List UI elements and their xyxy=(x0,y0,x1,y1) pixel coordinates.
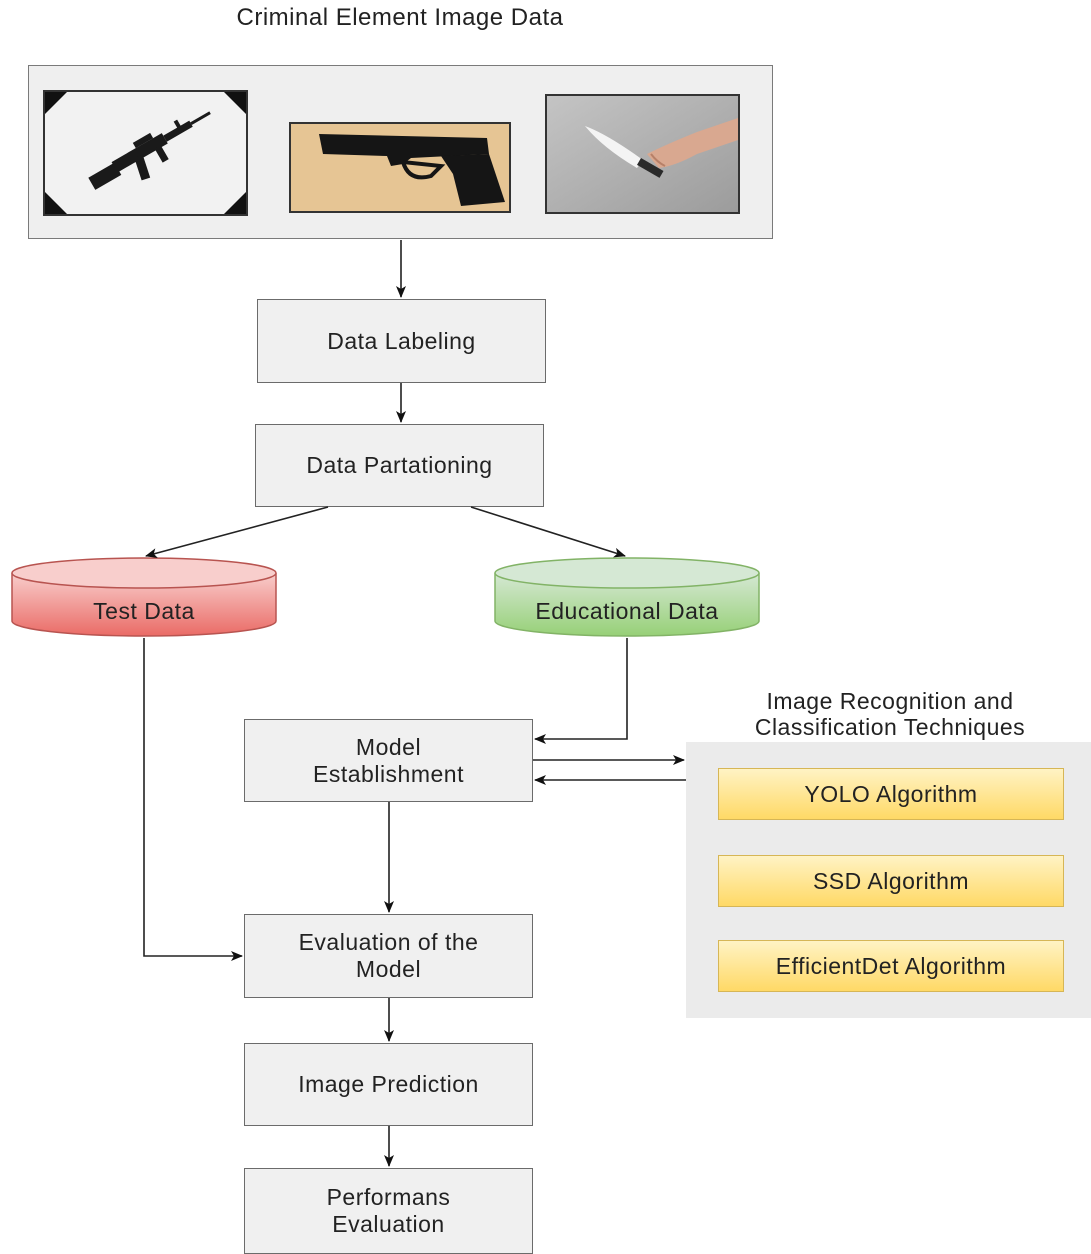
image-data-panel xyxy=(28,65,773,239)
pistol-image xyxy=(289,122,511,213)
data-partitioning-label: Data Partationing xyxy=(306,452,493,478)
evaluation-label-line2: Model xyxy=(355,956,422,982)
data-labeling-box: Data Labeling xyxy=(257,299,546,383)
techniques-title-line1: Image Recognition and xyxy=(766,688,1014,714)
test-data-cylinder: Test Data xyxy=(10,556,278,638)
arrow-partitioning-to-test xyxy=(145,506,329,558)
performance-label-line2: Evaluation xyxy=(332,1211,445,1237)
model-establishment-label-line2: Establishment xyxy=(313,760,464,787)
efficientdet-algorithm-label: EfficientDet Algorithm xyxy=(775,952,1007,979)
image-prediction-label: Image Prediction xyxy=(298,1071,479,1097)
performance-label-line1: Performans xyxy=(326,1184,451,1210)
performance-evaluation-box: Performans Evaluation xyxy=(244,1168,533,1254)
data-partitioning-box: Data Partationing xyxy=(255,424,544,507)
techniques-title-line2: Classification Techniques xyxy=(754,714,1026,740)
efficientdet-algorithm-box: EfficientDet Algorithm xyxy=(718,940,1064,992)
yolo-algorithm-box: YOLO Algorithm xyxy=(718,768,1064,820)
knife-image xyxy=(545,94,740,214)
arrow-partitioning-to-educational xyxy=(470,506,626,558)
rifle-image xyxy=(43,90,248,216)
model-establishment-label-line1: Model xyxy=(355,733,422,760)
arrow-educational-to-model xyxy=(534,638,628,744)
arrow-test-to-evaluation xyxy=(143,638,243,961)
yolo-algorithm-label: YOLO Algorithm xyxy=(804,780,978,807)
data-labeling-label: Data Labeling xyxy=(327,327,476,354)
evaluation-box: Evaluation of the Model xyxy=(244,914,533,998)
techniques-title: Image Recognition and Classification Tec… xyxy=(690,688,1090,740)
ssd-algorithm-label: SSD Algorithm xyxy=(812,867,970,894)
ssd-algorithm-box: SSD Algorithm xyxy=(718,855,1064,907)
source-title: Criminal Element Image Data xyxy=(236,4,564,31)
model-establishment-box: Model Establishment xyxy=(244,719,533,802)
evaluation-label-line1: Evaluation of the xyxy=(298,929,479,955)
test-data-label: Test Data xyxy=(93,598,195,624)
educational-data-label: Educational Data xyxy=(535,598,719,624)
educational-data-cylinder: Educational Data xyxy=(493,556,761,638)
image-prediction-box: Image Prediction xyxy=(244,1043,533,1126)
